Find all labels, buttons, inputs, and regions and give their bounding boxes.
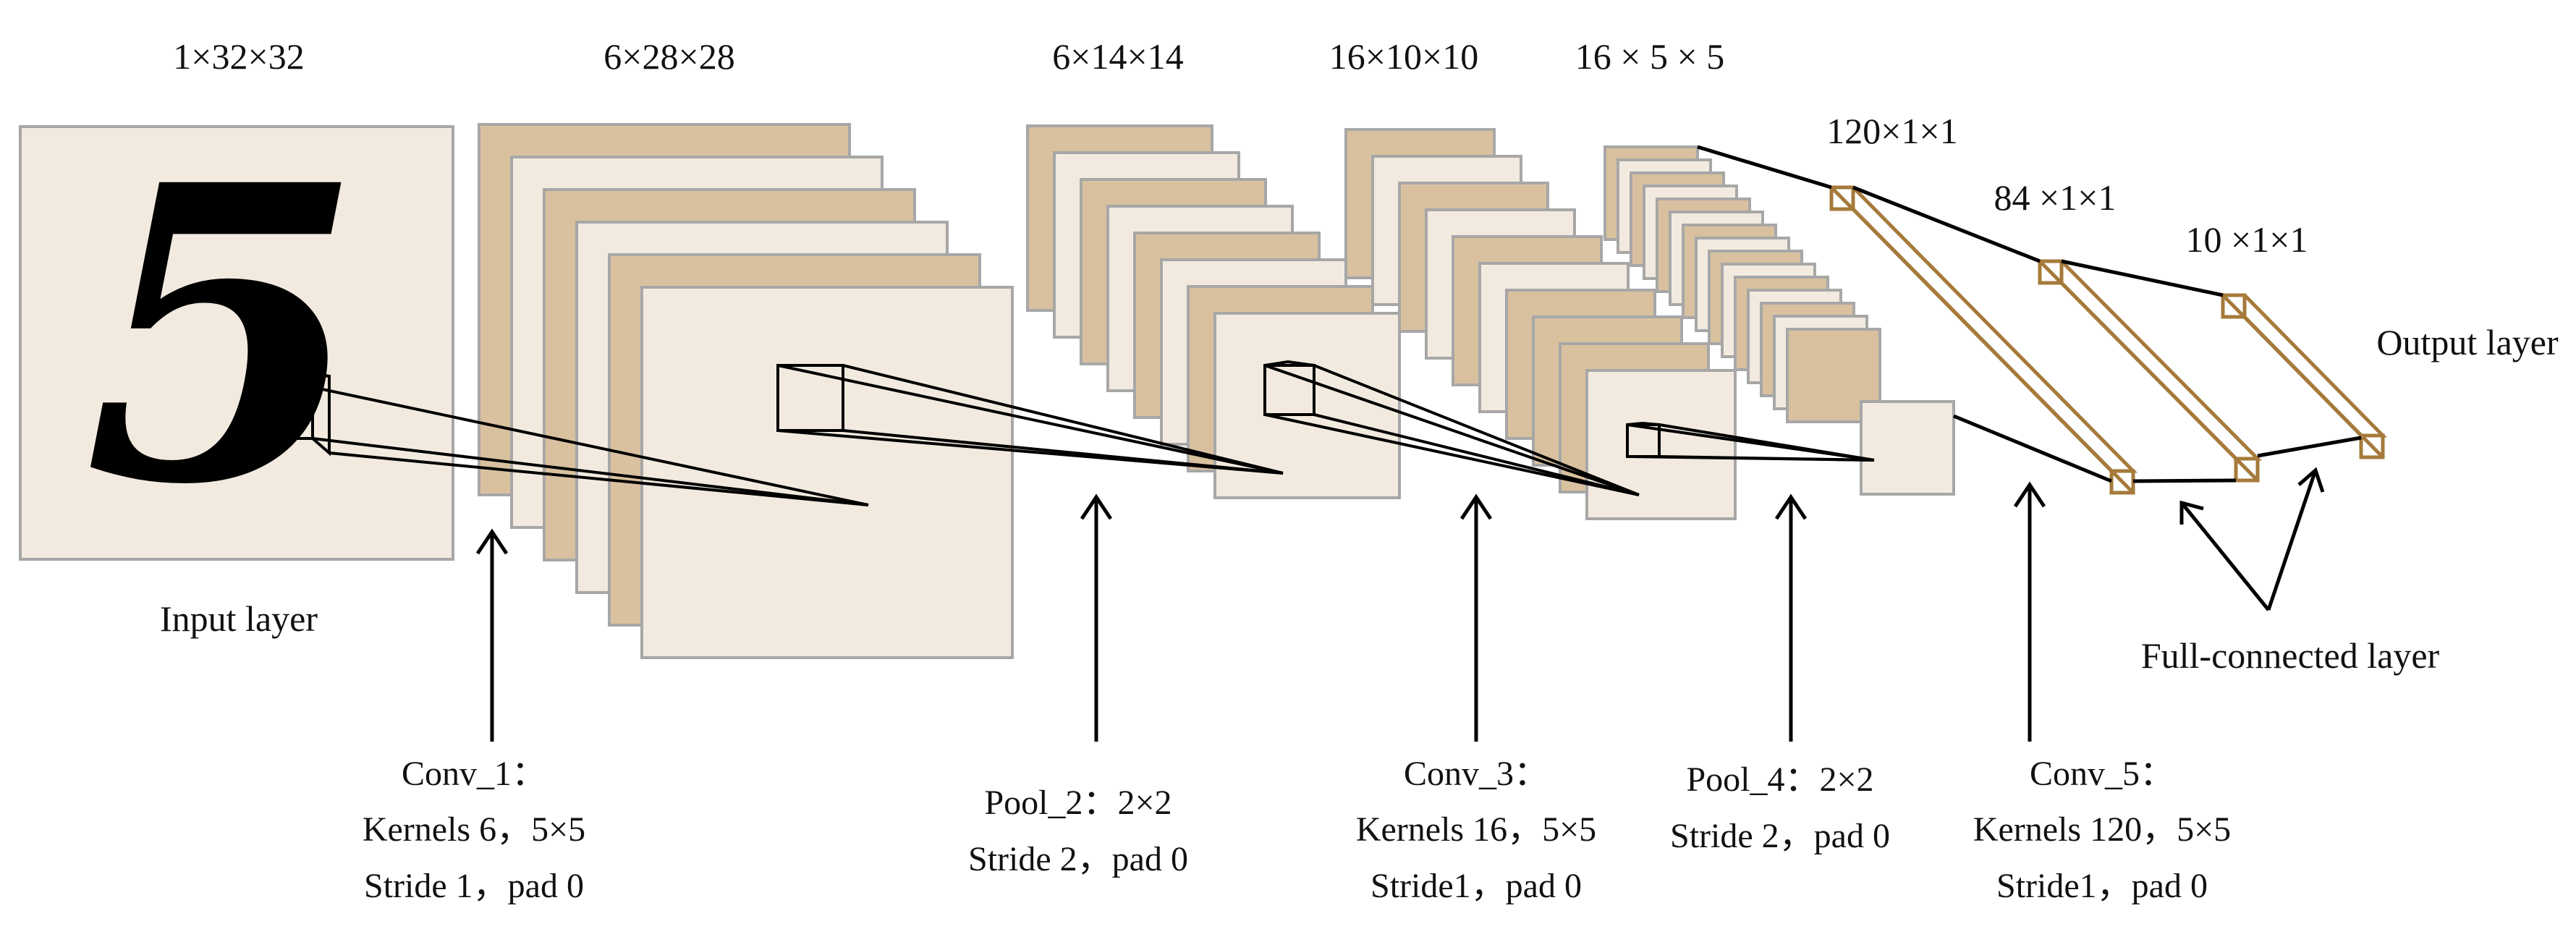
- projection-lines: [247, 364, 1875, 506]
- s2-receptive-field: [1263, 360, 1315, 416]
- dim-s2: 6×14×14: [1052, 36, 1183, 77]
- dim-f6: 84 ×1×1: [1994, 177, 2117, 218]
- dim-c1: 6×28×28: [603, 36, 734, 77]
- c1-map: [640, 286, 1014, 659]
- s2-feature-maps: [1026, 124, 1401, 499]
- input-digit: 5: [83, 98, 365, 574]
- s2-map: [1213, 312, 1401, 499]
- output-bar: [2219, 293, 2387, 459]
- c1-feature-maps: [478, 123, 1014, 659]
- conv1-arrow: [475, 528, 509, 742]
- fc-layer-label: Full-connected layer: [2141, 635, 2440, 676]
- conv5-line2: Kernels 120，5×5: [1973, 810, 2231, 849]
- conv5-description: Conv_5： Kernels 120，5×5 Stride1，pad 0: [1973, 755, 2231, 905]
- fc-connection-lines: [1697, 145, 2362, 483]
- conv3-line2: Kernels 16，5×5: [1356, 810, 1596, 849]
- f5-bar: [1827, 185, 2138, 495]
- conv1-description: Conv_1： Kernels 6，5×5 Stride 1，pad 0: [363, 755, 585, 905]
- c3-map: [1585, 369, 1737, 520]
- dim-f5: 120×1×1: [1826, 111, 1957, 151]
- pool2-arrow: [1080, 493, 1113, 742]
- c1-receptive-field: [776, 364, 844, 432]
- c3-feature-maps: [1344, 128, 1737, 520]
- pool4-line1: Pool_4：2×2: [1686, 760, 1873, 799]
- conv5-line1: Conv_5：: [2030, 755, 2174, 793]
- conv3-description: Conv_3： Kernels 16，5×5 Stride1，pad 0: [1356, 755, 1596, 905]
- dim-c3: 16×10×10: [1329, 36, 1478, 77]
- conv5-line3: Stride1，pad 0: [1996, 867, 2208, 905]
- input-map: [19, 125, 454, 561]
- pool2-description: Pool_2：2×2 Stride 2，pad 0: [968, 784, 1188, 878]
- fc-arrows: [2179, 467, 2325, 611]
- f6-bar: [2035, 259, 2263, 483]
- pool2-line2: Stride 2，pad 0: [968, 840, 1188, 878]
- fc-layers: [1827, 185, 2387, 495]
- input-image: 5: [19, 98, 454, 574]
- input-receptive-field: [246, 370, 331, 457]
- conv1-line1: Conv_1：: [402, 755, 546, 793]
- pool4-description: Pool_4：2×2 Stride 2，pad 0: [1670, 760, 1890, 855]
- input-layer-label: Input layer: [160, 598, 318, 639]
- operation-arrows: [475, 467, 2325, 742]
- conv1-line2: Kernels 6，5×5: [363, 810, 585, 849]
- conv3-line3: Stride1，pad 0: [1370, 867, 1582, 905]
- dim-s4: 16 × 5 × 5: [1575, 36, 1724, 77]
- conv1-line3: Stride 1，pad 0: [364, 867, 584, 905]
- pool2-line1: Pool_2：2×2: [984, 784, 1172, 822]
- conv3-line1: Conv_3：: [1404, 755, 1548, 793]
- conv5-arrow: [2013, 481, 2046, 742]
- pool4-arrow: [1774, 493, 1808, 742]
- s4-feature-maps: [1603, 145, 1955, 496]
- pool4-line2: Stride 2，pad 0: [1670, 817, 1890, 855]
- dim-output: 10 ×1×1: [2186, 219, 2308, 260]
- output-layer-label: Output layer: [2376, 322, 2559, 362]
- conv3-arrow: [1459, 493, 1493, 742]
- dim-input: 1×32×32: [173, 36, 304, 77]
- s4-map: [1860, 400, 1955, 496]
